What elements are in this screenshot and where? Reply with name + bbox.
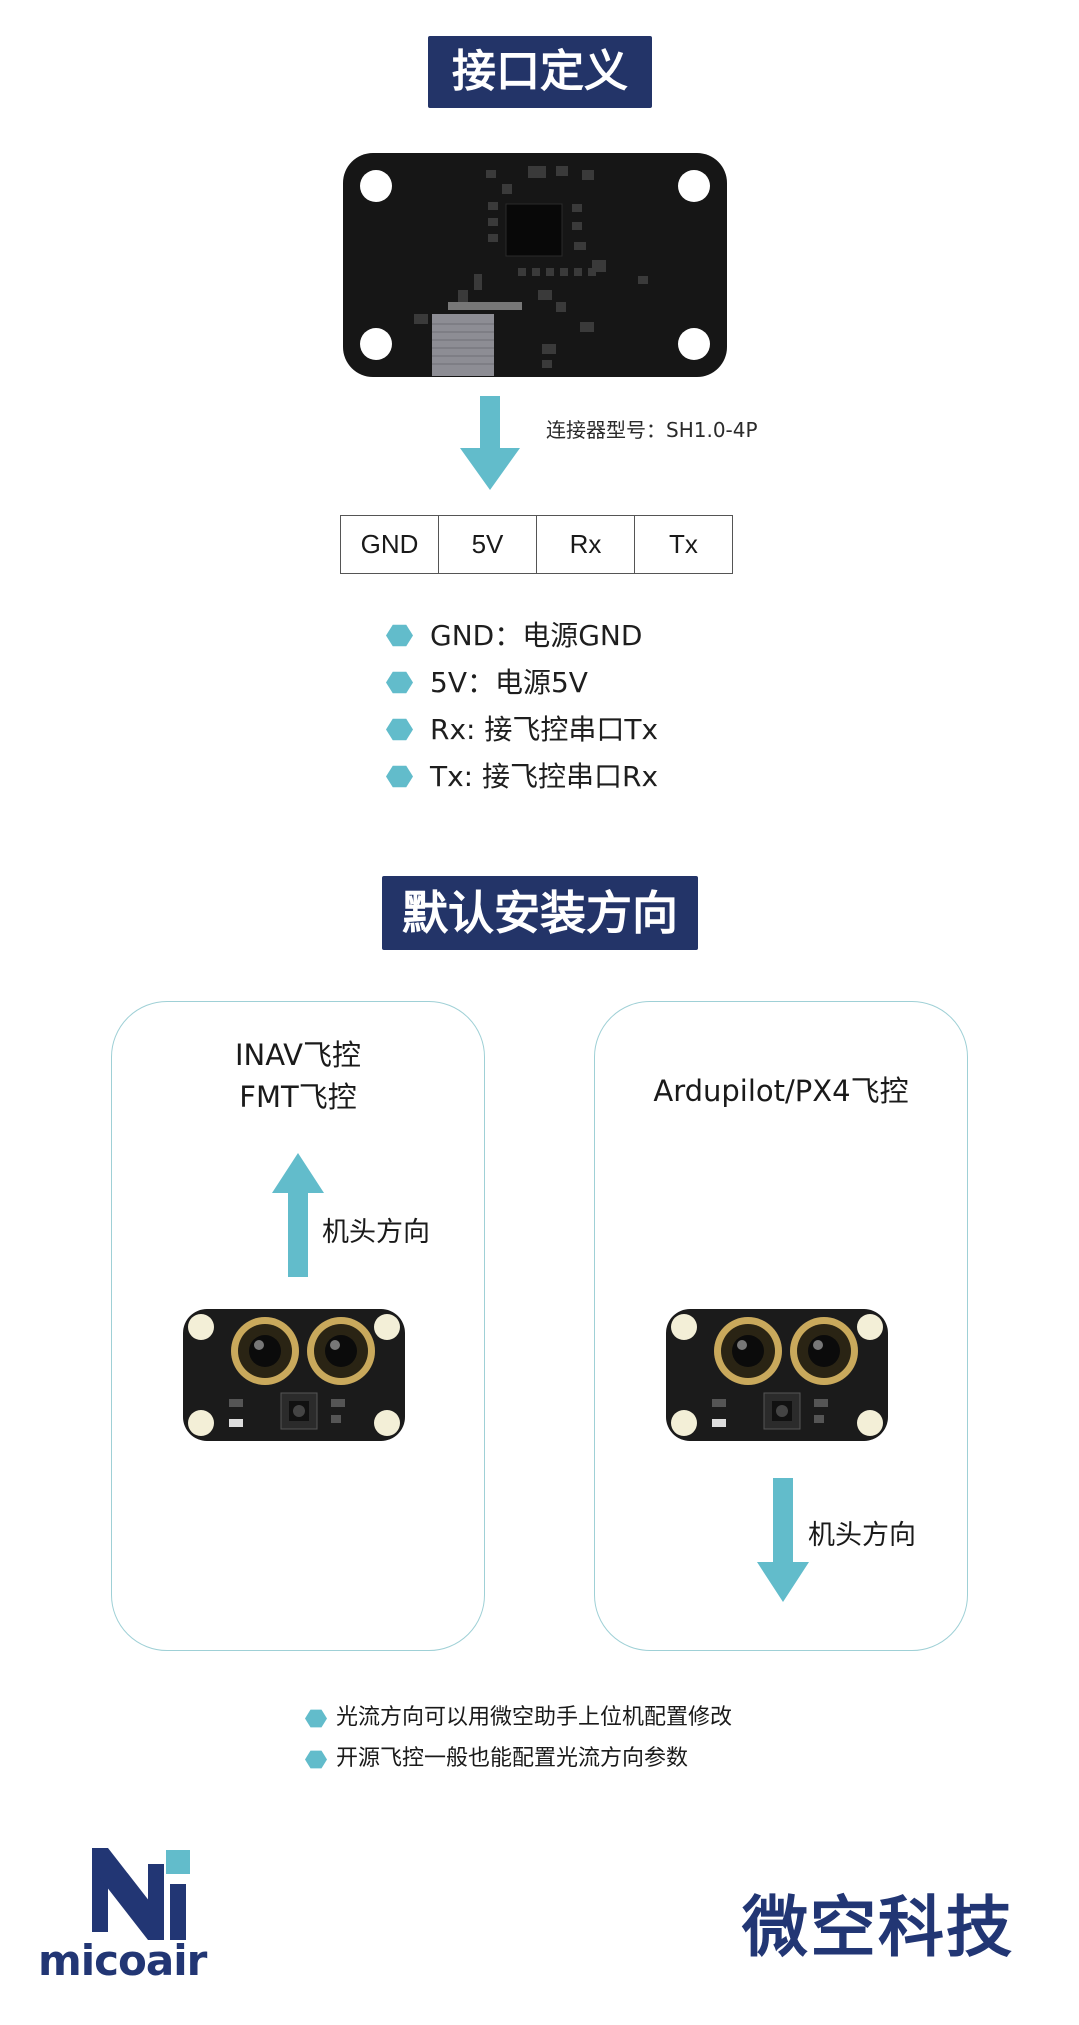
pin-description-text: Tx: 接飞控串口Rx (430, 760, 659, 793)
connector-model-label: 连接器型号：SH1.0-4P (546, 418, 758, 442)
pin-row: GND 5V Rx Tx (340, 515, 733, 574)
pin-cell-tx: Tx (634, 515, 733, 574)
pin-cell-rx: Rx (536, 515, 635, 574)
arrow-down-icon (757, 1478, 809, 1602)
hexagon-bullet-icon (386, 718, 413, 741)
section-title-interface-text: 接口定义 (452, 46, 628, 97)
list-item: GND：电源GND (386, 612, 658, 659)
pin-cell-5v: 5V (438, 515, 537, 574)
hexagon-bullet-icon (386, 765, 413, 788)
panel-inav-fmt (111, 1001, 485, 1651)
pin-description-text: 5V：电源5V (430, 666, 588, 699)
heading-direction-label: 机头方向 (808, 1520, 916, 1551)
notes-list: 光流方向可以用微空助手上位机配置修改 开源飞控一般也能配置光流方向参数 (305, 1697, 732, 1779)
list-item: Tx: 接飞控串口Rx (386, 753, 658, 800)
panel-left-title-line2: FMT飞控 (239, 1080, 357, 1114)
brand-name: 微空科技 (742, 1889, 1014, 1966)
pin-description-text: Rx: 接飞控串口Tx (430, 713, 659, 746)
list-item: 开源飞控一般也能配置光流方向参数 (305, 1738, 732, 1779)
arrow-up-icon (272, 1153, 324, 1277)
pin-table: GND 5V Rx Tx (340, 515, 733, 574)
panel-ardupilot-px4 (594, 1001, 968, 1651)
hexagon-bullet-icon (305, 1750, 327, 1769)
list-item: Rx: 接飞控串口Tx (386, 706, 658, 753)
heading-direction-label: 机头方向 (322, 1217, 430, 1248)
pin-cell-gnd: GND (340, 515, 439, 574)
panel-right-title: Ardupilot/PX4飞控 (653, 1074, 909, 1108)
hexagon-bullet-icon (386, 624, 413, 647)
arrow-down-icon (460, 396, 520, 490)
pin-description-list: GND：电源GND 5V：电源5V Rx: 接飞控串口Tx Tx: 接飞控串口R… (386, 612, 658, 800)
panel-left-title: INAV飞控 FMT飞控 (111, 1034, 485, 1118)
panel-left-title-line1: INAV飞控 (234, 1038, 362, 1072)
micoair-logo-icon (92, 1848, 190, 1940)
logo-wordmark: micoair (38, 1936, 207, 1985)
section-title-orientation-text: 默认安装方向 (402, 886, 678, 940)
optical-flow-module-image (183, 1309, 405, 1441)
note-text: 光流方向可以用微空助手上位机配置修改 (336, 1705, 733, 1730)
optical-flow-module-image (666, 1309, 888, 1441)
hexagon-bullet-icon (305, 1709, 327, 1728)
section-title-orientation: 默认安装方向 (382, 876, 698, 950)
list-item: 5V：电源5V (386, 659, 658, 706)
pin-description-text: GND：电源GND (430, 619, 643, 652)
section-title-interface: 接口定义 (428, 36, 652, 108)
note-text: 开源飞控一般也能配置光流方向参数 (336, 1746, 689, 1771)
board-back-image (343, 153, 727, 377)
hexagon-bullet-icon (386, 671, 413, 694)
list-item: 光流方向可以用微空助手上位机配置修改 (305, 1697, 732, 1738)
